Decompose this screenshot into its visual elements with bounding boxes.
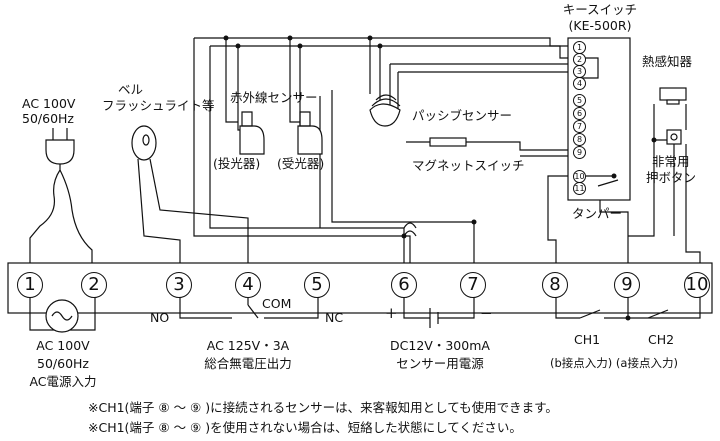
note-2: ※CH1(端子 ⑧ 〜 ⑨ )を使用されない場合は、短絡した状態にしてください。 (88, 420, 522, 435)
input-caption: (b接点入力) (a接点入力) (550, 356, 678, 370)
nc-label: NC (325, 310, 344, 325)
dc-caption-2: センサー用電源 (396, 356, 484, 371)
emitter-label: (投光器) (213, 156, 261, 171)
power-caption-1: AC 100V (36, 338, 90, 353)
key-switch-model: (KE-500R) (568, 18, 632, 33)
key-terminal: 1 (573, 41, 586, 54)
push-button-icon (666, 129, 682, 145)
passive-sensor-label: パッシブセンサー (412, 108, 513, 123)
emitter-icon (239, 125, 265, 155)
terminal-9: 9 (614, 272, 640, 298)
terminal-3: 3 (166, 272, 192, 298)
terminal-6: 6 (391, 272, 417, 298)
ch2-label: CH2 (648, 332, 675, 347)
minus-label: − (480, 304, 493, 322)
key-terminal: 4 (573, 77, 586, 90)
key-terminal: 11 (573, 182, 586, 195)
terminal-10: 10 (684, 272, 710, 298)
terminal-5: 5 (304, 272, 330, 298)
ac-plug-icon (45, 139, 75, 165)
heat-detector-label: 熱感知器 (642, 54, 693, 69)
ac-source-frequency: 50/60Hz (22, 111, 74, 126)
power-caption-2: 50/60Hz (37, 356, 89, 371)
heat-detector-icon (659, 87, 687, 101)
ac-source-label: AC 100V (22, 96, 76, 111)
bell-sub-label: フラッシュライト等 (102, 98, 215, 113)
tamper-label: タンパー (572, 206, 623, 221)
magnet-switch-label: マグネットスイッチ (412, 158, 525, 173)
terminal-8: 8 (542, 272, 568, 298)
com-label: COM (262, 296, 292, 311)
key-terminal: 7 (573, 120, 586, 133)
key-terminal: 5 (573, 94, 586, 107)
key-terminal: 3 (573, 65, 586, 78)
emergency-label-2: 押ボタン (646, 170, 697, 185)
terminal-2: 2 (81, 272, 107, 298)
key-switch-label: キースイッチ (562, 2, 638, 17)
dc-caption-1: DC12V・300mA (390, 338, 490, 353)
ir-sensor-label: 赤外線センサー (230, 90, 318, 105)
terminal-4: 4 (235, 272, 261, 298)
key-terminal: 8 (573, 133, 586, 146)
receiver-label: (受光器) (277, 156, 325, 171)
receiver-icon (297, 125, 323, 155)
emergency-label-1: 非常用 (652, 154, 690, 169)
bell-label: ベル (118, 82, 144, 97)
key-terminal: 6 (573, 107, 586, 120)
relay-caption-2: 総合無電圧出力 (204, 356, 292, 371)
power-caption-3: AC電源入力 (29, 374, 97, 389)
passive-sensor-icon (369, 103, 401, 127)
terminal-block (7, 262, 713, 314)
terminal-7: 7 (460, 272, 486, 298)
ch1-label: CH1 (574, 332, 601, 347)
no-label: NO (150, 310, 170, 325)
relay-caption-1: AC 125V・3A (206, 338, 290, 353)
note-1: ※CH1(端子 ⑧ 〜 ⑨ )に接続されるセンサーは、来客報知用としても使用でき… (88, 400, 558, 415)
terminal-1: 1 (17, 272, 43, 298)
key-terminal: 9 (573, 146, 586, 159)
plus-label: + (385, 304, 398, 322)
